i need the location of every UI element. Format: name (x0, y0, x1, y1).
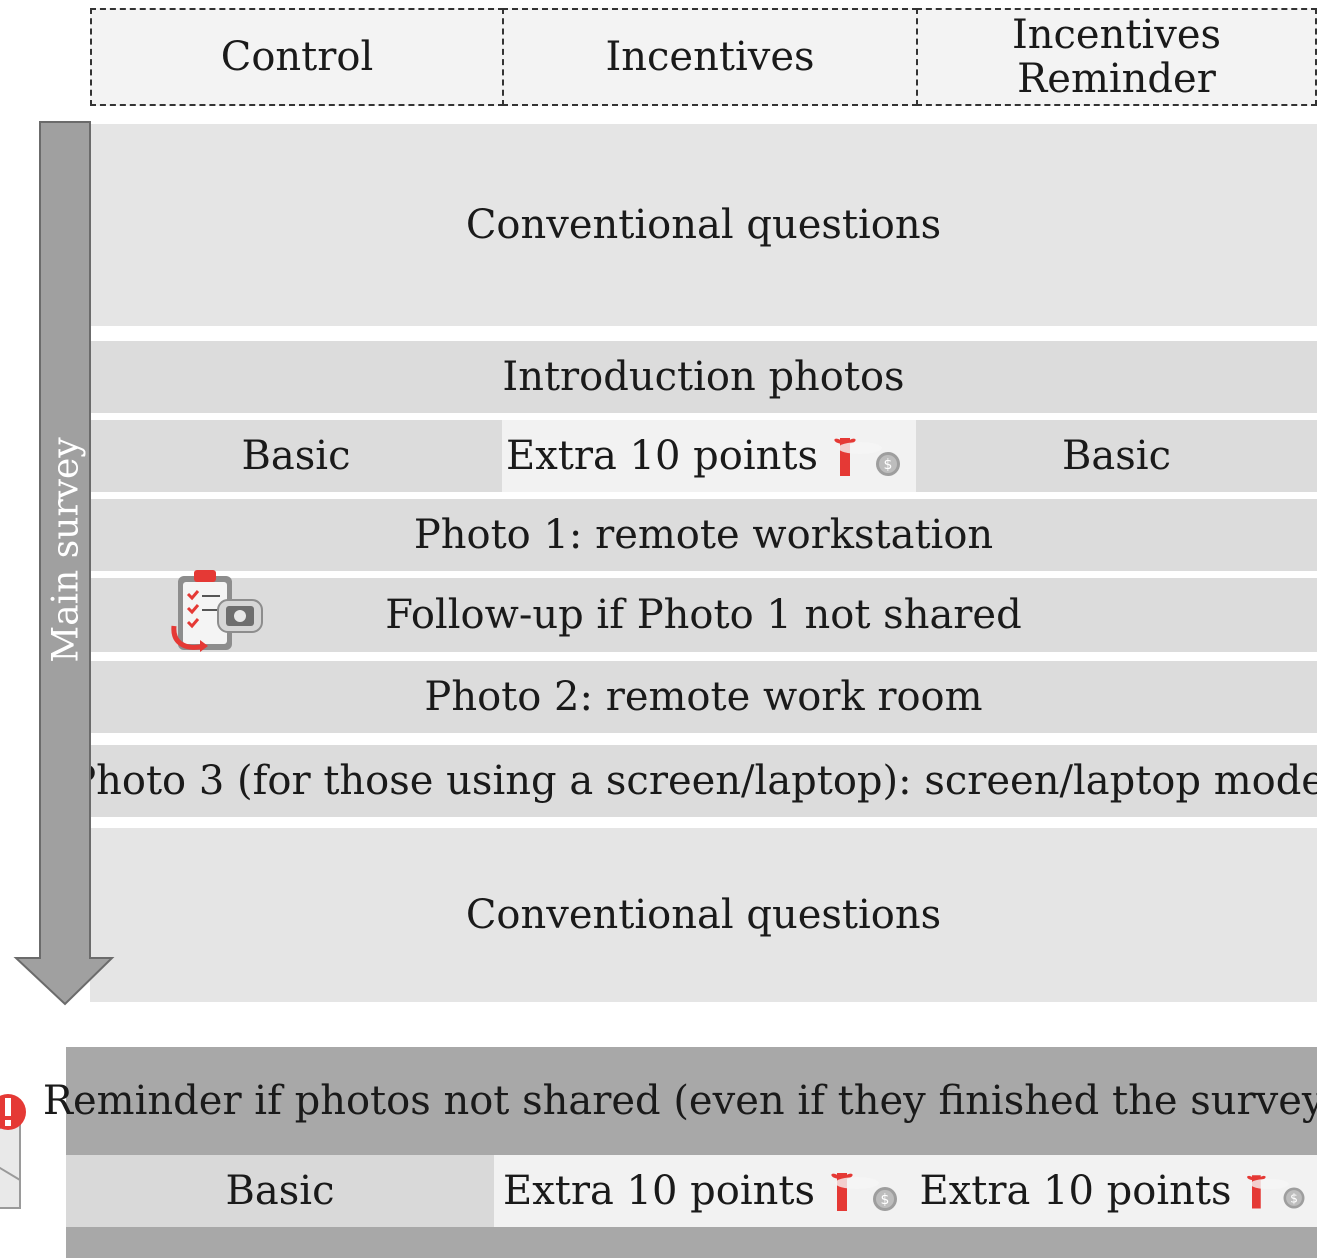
reminder-extra-middle: Extra 10 points $ (494, 1155, 918, 1227)
row-conventional-top-label: Conventional questions (465, 202, 942, 248)
cell-basic-right: Basic (916, 420, 1317, 492)
cell-extra-points-label: Extra 10 points (506, 433, 818, 479)
row-conventional-bottom-label: Conventional questions (465, 892, 942, 938)
header-incentives-reminder-line2: Reminder (1017, 56, 1216, 102)
header-incentives-label: Incentives (605, 34, 815, 80)
row-conventional-top: Conventional questions (90, 124, 1317, 326)
header-incentives-reminder: Incentives Reminder (916, 8, 1317, 106)
row-intro-photos: Introduction photos (90, 341, 1317, 413)
header-control-label: Control (220, 34, 374, 80)
reminder-extra-right: Extra 10 points $ (918, 1155, 1317, 1227)
svg-text:$: $ (881, 1192, 890, 1208)
row-photo1-label: Photo 1: remote workstation (413, 512, 994, 558)
main-survey-label: Main survey (45, 437, 87, 663)
header-incentives: Incentives (502, 8, 918, 106)
header-incentives-reminder-line1: Incentives (1011, 12, 1222, 58)
reminder-extra-middle-label: Extra 10 points (503, 1168, 815, 1214)
reminder-bottom-band (66, 1227, 1317, 1258)
row-followup-label: Follow-up if Photo 1 not shared (385, 592, 1022, 638)
reminder-basic: Basic (66, 1155, 494, 1227)
main-survey-label-wrap: Main survey (16, 430, 116, 662)
gift-coin-icon: $ (834, 438, 900, 476)
row-conventional-bottom: Conventional questions (90, 828, 1317, 1002)
mail-alert-icon (0, 1094, 26, 1209)
gift-coin-icon: $ (1247, 1175, 1305, 1209)
row-photo3: Photo 3 (for those using a screen/laptop… (69, 745, 1317, 817)
cell-basic-left-label: Basic (241, 433, 351, 479)
reminder-title-label: Reminder if photos not shared (even if t… (42, 1078, 1317, 1124)
row-photo3-label: Photo 3 (for those using a screen/laptop… (69, 758, 1317, 804)
reminder-basic-label: Basic (225, 1168, 335, 1214)
main-survey-arrow (13, 121, 115, 1006)
row-photo2-label: Photo 2: remote work room (424, 674, 983, 720)
gift-coin-icon: $ (831, 1173, 897, 1211)
cell-basic-left: Basic (90, 420, 502, 492)
svg-text:$: $ (1291, 1191, 1299, 1205)
header-control: Control (90, 8, 504, 106)
cell-basic-right-label: Basic (1062, 433, 1171, 479)
clipboard-camera-icon (171, 570, 263, 652)
row-photo1: Photo 1: remote workstation (90, 499, 1317, 571)
row-intro-photos-label: Introduction photos (502, 354, 905, 400)
reminder-extra-right-label: Extra 10 points (919, 1168, 1232, 1214)
reminder-title: Reminder if photos not shared (even if t… (43, 1047, 1317, 1155)
row-photo2: Photo 2: remote work room (90, 661, 1317, 733)
cell-extra-points: Extra 10 points $ (502, 420, 916, 492)
row-followup: Follow-up if Photo 1 not shared (90, 578, 1317, 652)
svg-text:$: $ (884, 457, 893, 473)
